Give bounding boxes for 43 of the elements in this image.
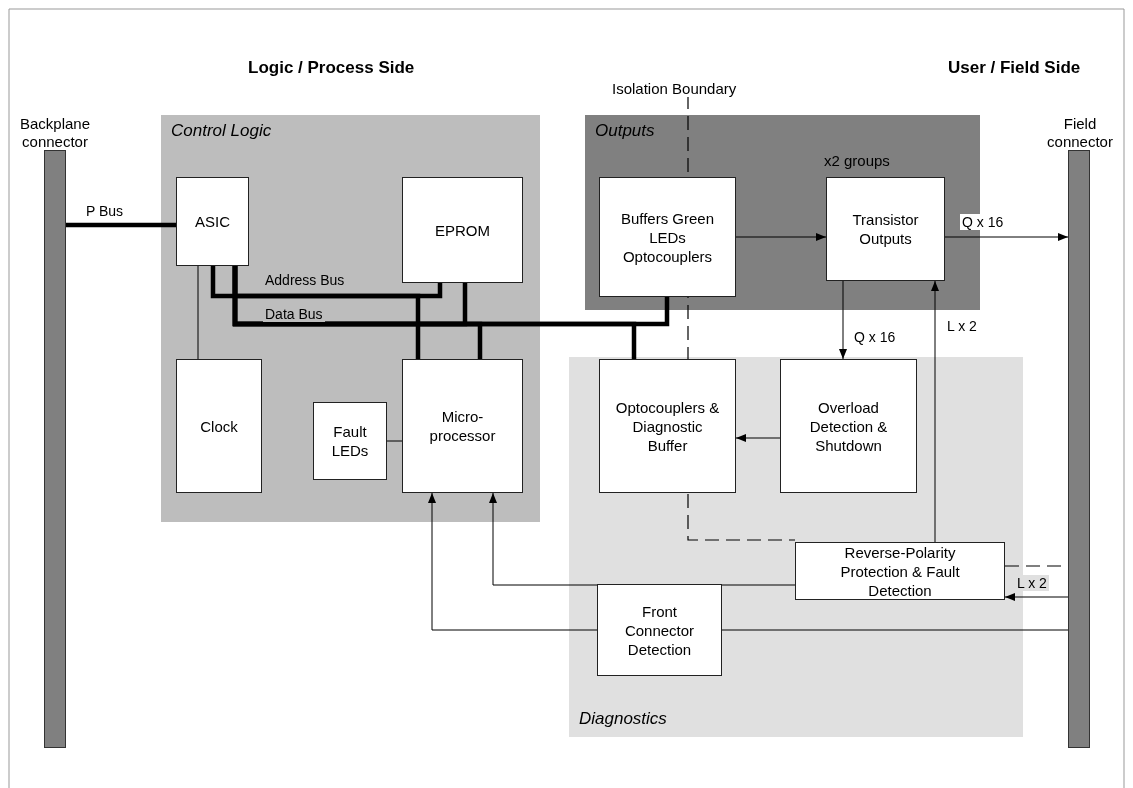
arrow xyxy=(839,280,847,360)
arrow xyxy=(1004,593,1069,601)
block-box: EPROM xyxy=(402,177,523,283)
edge-label: Data Bus xyxy=(263,306,325,322)
block-box: Transistor Outputs xyxy=(826,177,945,281)
group-count-label: x2 groups xyxy=(823,152,891,169)
arrow xyxy=(931,280,939,543)
block-box: Buffers Green LEDs Optocouplers xyxy=(599,177,736,297)
arrow xyxy=(735,233,827,241)
group-panel xyxy=(161,115,540,522)
bus-line xyxy=(232,266,637,359)
edge-label: P Bus xyxy=(84,203,126,219)
connector-heading: Field connector xyxy=(1046,115,1114,151)
bus-line xyxy=(210,266,443,299)
boundary-label: Isolation Boundary xyxy=(612,80,737,97)
bus-line xyxy=(66,222,176,228)
block-box: Clock xyxy=(176,359,262,493)
block-box: ASIC xyxy=(176,177,249,266)
block-box: Optocouplers & Diagnostic Buffer xyxy=(599,359,736,493)
group-panel xyxy=(569,357,1023,737)
edge-label: Q x 16 xyxy=(852,329,898,345)
side-heading: User / Field Side xyxy=(948,58,1081,78)
connector-line xyxy=(386,440,403,442)
block-box: Fault LEDs xyxy=(313,402,387,480)
group-title: Diagnostics xyxy=(579,709,667,729)
arrow xyxy=(489,492,796,586)
edge-label: L x 2 xyxy=(945,318,979,334)
arrow xyxy=(428,492,598,631)
group-title: Outputs xyxy=(595,121,655,141)
block-box: Reverse-Polarity Protection & Fault Detection xyxy=(795,542,1005,600)
arrow xyxy=(944,233,1069,241)
group-title: Control Logic xyxy=(171,121,272,141)
edge-label: Address Bus xyxy=(263,272,347,288)
connector-line xyxy=(197,265,199,360)
block-box: Micro-processor xyxy=(402,359,523,493)
arrow xyxy=(735,434,781,442)
connector-heading: Backplane connector xyxy=(20,115,90,151)
side-heading: Logic / Process Side xyxy=(248,58,415,78)
connector-line xyxy=(721,629,1069,631)
block-box: Overload Detection & Shutdown xyxy=(780,359,917,493)
block-box: Front Connector Detection xyxy=(597,584,722,676)
edge-label: Q x 16 xyxy=(960,214,1006,230)
edge-label: L x 2 xyxy=(1015,575,1049,591)
